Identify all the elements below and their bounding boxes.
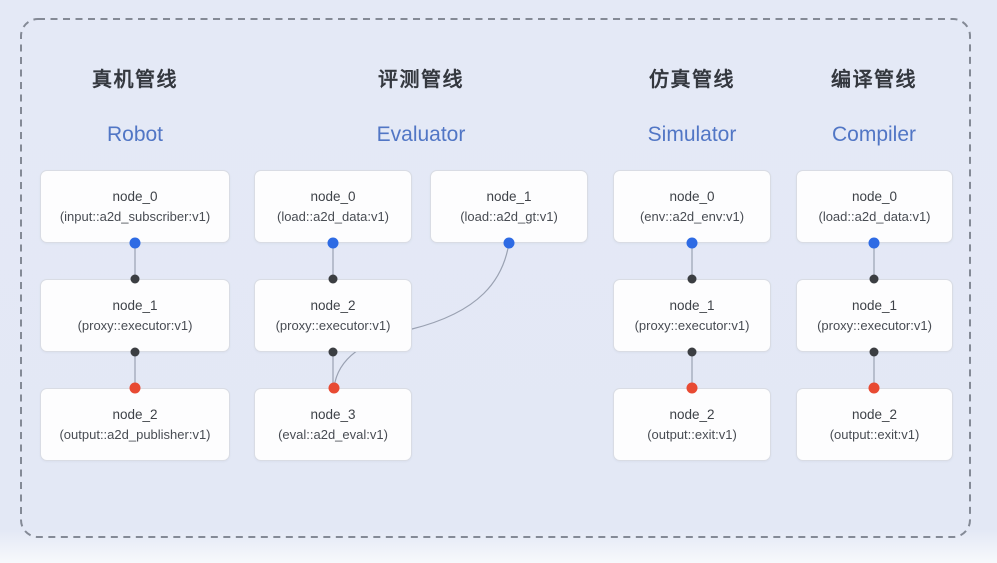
simulator-node-2-title: node_2	[669, 406, 715, 422]
evaluator-node-0: node_0(load::a2d_data:v1)	[254, 170, 412, 243]
robot-node-2: node_2(output::a2d_publisher:v1)	[40, 388, 230, 461]
compiler-node-1-subtitle: (proxy::executor:v1)	[817, 317, 932, 333]
simulator-node-2: node_2(output::exit:v1)	[613, 388, 771, 461]
port-black-dot	[328, 347, 338, 357]
pipeline-title-zh-robot: 真机管线	[92, 69, 178, 91]
port-blue-dot	[327, 237, 339, 249]
compiler-node-0: node_0(load::a2d_data:v1)	[796, 170, 953, 243]
compiler-node-2-subtitle: (output::exit:v1)	[829, 426, 920, 442]
port-blue-dot	[868, 237, 880, 249]
evaluator-node-3: node_3(eval::a2d_eval:v1)	[254, 388, 412, 461]
compiler-node-0-subtitle: (load::a2d_data:v1)	[818, 208, 931, 224]
simulator-node-1: node_1(proxy::executor:v1)	[613, 279, 771, 352]
evaluator-node-1-title: node_1	[486, 188, 532, 204]
compiler-node-2-title: node_2	[851, 406, 898, 422]
port-black-dot	[687, 274, 697, 284]
simulator-node-1-subtitle: (proxy::executor:v1)	[634, 317, 750, 333]
robot-node-1-subtitle: (proxy::executor:v1)	[77, 317, 193, 333]
evaluator-node-2-title: node_2	[310, 297, 356, 313]
robot-node-0-title: node_0	[112, 188, 158, 204]
port-blue-dot	[686, 237, 698, 249]
pipeline-title-en-simulator: Simulator	[647, 123, 737, 146]
simulator-node-1-title: node_1	[669, 297, 715, 313]
port-black-dot	[869, 274, 879, 284]
robot-node-2-title: node_2	[112, 406, 158, 422]
pipeline-title-zh-compiler: 编译管线	[831, 69, 917, 91]
simulator-node-0-subtitle: (env::a2d_env:v1)	[639, 208, 745, 224]
port-red-dot	[129, 382, 141, 394]
port-black-dot	[869, 347, 879, 357]
port-black-dot	[130, 274, 140, 284]
pipeline-title-en-evaluator: Evaluator	[376, 123, 466, 146]
compiler-node-0-title: node_0	[851, 188, 898, 204]
robot-node-0: node_0(input::a2d_subscriber:v1)	[40, 170, 230, 243]
robot-node-1: node_1(proxy::executor:v1)	[40, 279, 230, 352]
simulator-node-2-subtitle: (output::exit:v1)	[647, 426, 737, 442]
port-red-dot	[868, 382, 880, 394]
port-red-dot	[328, 382, 340, 394]
port-blue-dot	[129, 237, 141, 249]
pipeline-title-zh-simulator: 仿真管线	[649, 69, 735, 91]
evaluator-node-3-subtitle: (eval::a2d_eval:v1)	[278, 426, 388, 442]
compiler-node-2: node_2(output::exit:v1)	[796, 388, 953, 461]
pipeline-title-en-robot: Robot	[106, 123, 164, 146]
evaluator-node-0-title: node_0	[310, 188, 356, 204]
edge-connector-curved	[333, 242, 510, 389]
evaluator-node-1: node_1(load::a2d_gt:v1)	[430, 170, 588, 243]
evaluator-node-2-subtitle: (proxy::executor:v1)	[275, 317, 391, 333]
evaluator-node-2: node_2(proxy::executor:v1)	[254, 279, 412, 352]
pipeline-title-zh-evaluator: 评测管线	[378, 69, 464, 91]
port-red-dot	[686, 382, 698, 394]
port-black-dot	[687, 347, 697, 357]
simulator-node-0-title: node_0	[669, 188, 715, 204]
robot-node-0-subtitle: (input::a2d_subscriber:v1)	[59, 208, 211, 224]
pipeline-title-en-compiler: Compiler	[831, 123, 917, 146]
port-black-dot	[328, 274, 338, 284]
evaluator-node-3-title: node_3	[310, 406, 356, 422]
compiler-node-1: node_1(proxy::executor:v1)	[796, 279, 953, 352]
port-black-dot	[130, 347, 140, 357]
evaluator-node-1-subtitle: (load::a2d_gt:v1)	[460, 208, 558, 224]
simulator-node-0: node_0(env::a2d_env:v1)	[613, 170, 771, 243]
port-blue-dot	[503, 237, 515, 249]
compiler-node-1-title: node_1	[851, 297, 898, 313]
robot-node-1-title: node_1	[112, 297, 158, 313]
evaluator-node-0-subtitle: (load::a2d_data:v1)	[276, 208, 390, 224]
robot-node-2-subtitle: (output::a2d_publisher:v1)	[59, 426, 211, 442]
